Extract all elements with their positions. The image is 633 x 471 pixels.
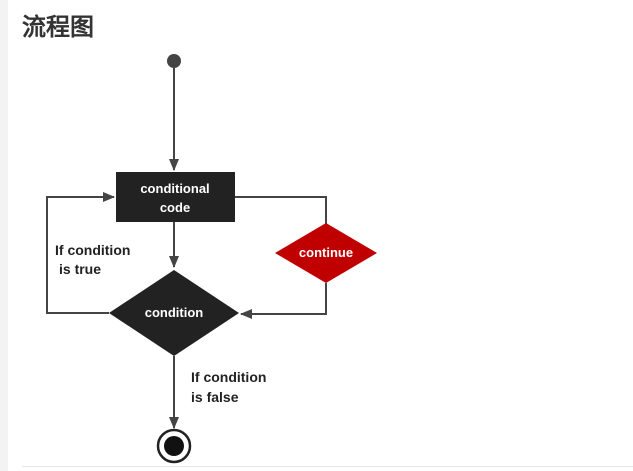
end-node-inner — [164, 436, 184, 456]
conditional-code-box — [116, 172, 235, 222]
true-branch-label-line1: If condition — [55, 242, 130, 258]
condition-label: condition — [145, 305, 204, 320]
edge-code-to-continue — [235, 196, 327, 225]
false-branch-label-line2: is false — [191, 389, 239, 405]
true-branch-label-line2: is true — [59, 261, 101, 277]
continue-label: continue — [299, 245, 353, 260]
start-node — [167, 54, 181, 68]
edge-continue-to-condition — [240, 283, 327, 319]
continue-diamond — [275, 223, 377, 283]
condition-diamond — [109, 270, 239, 356]
conditional-code-label-line2: code — [160, 200, 190, 215]
conditional-code-label-line1: conditional — [140, 181, 209, 196]
bottom-divider — [22, 466, 633, 467]
section-title: 流程图 — [22, 13, 94, 41]
left-gutter — [0, 0, 8, 471]
edge-condition-loop-true — [46, 192, 115, 314]
false-branch-label-line1: If condition — [191, 369, 266, 385]
